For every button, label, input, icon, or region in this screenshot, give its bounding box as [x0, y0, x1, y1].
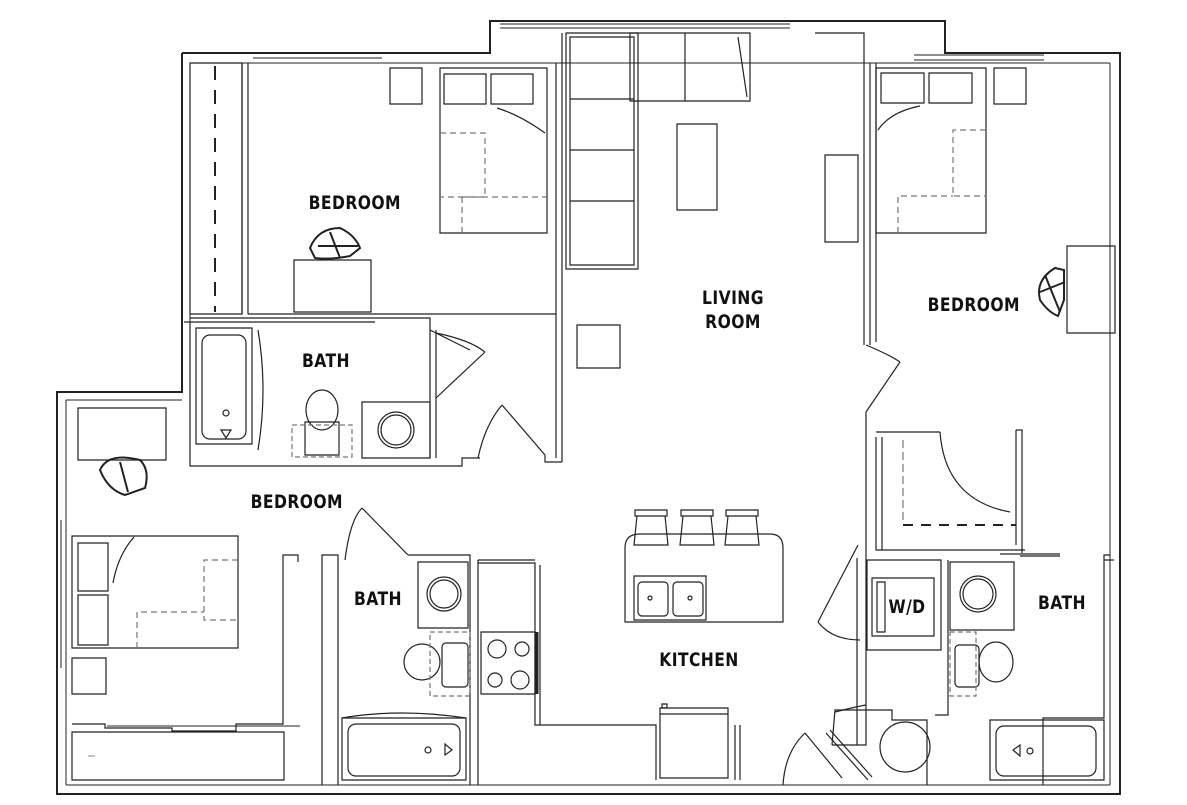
label-bath-top-left: BATH	[301, 350, 351, 372]
entry-door	[783, 733, 842, 785]
windows	[61, 24, 1044, 726]
exterior-walls	[57, 21, 1120, 794]
right-bath-walls	[935, 555, 1114, 785]
chair-icon	[1039, 268, 1065, 316]
toilet-icon	[950, 632, 1013, 696]
nightstand-icon	[994, 68, 1026, 104]
toilet-icon	[292, 390, 352, 457]
top-left-bath-walls	[184, 318, 485, 466]
label-kitchen: KITCHEN	[659, 649, 739, 671]
living-right-wall	[815, 33, 900, 745]
coffee-table-icon	[677, 124, 717, 210]
bathtub-icon	[990, 720, 1104, 780]
washer-dryer-icon	[867, 560, 941, 650]
label-living-room: LIVING ROOM	[702, 287, 764, 333]
label-bedroom-right: BEDROOM	[927, 294, 1020, 316]
desk-icon	[294, 260, 371, 312]
kitchen-walls	[478, 563, 656, 780]
closet-walls	[876, 430, 1060, 556]
kitchen-island	[625, 534, 783, 622]
water-heater-icon	[832, 710, 930, 785]
label-bath-right: BATH	[1037, 592, 1087, 614]
side-table-icon	[577, 325, 620, 368]
left-bedroom-walls	[72, 555, 298, 780]
bed-icon	[440, 68, 548, 233]
toilet-icon	[404, 632, 470, 696]
label-washer-dryer: W/D	[888, 596, 926, 618]
bathtub-icon	[342, 713, 466, 780]
nightstand-icon	[390, 68, 422, 104]
bar-stool-icons	[634, 510, 759, 545]
desk-icon	[1067, 246, 1115, 333]
sink-icon	[950, 562, 1014, 630]
bottom-left-bath-walls	[322, 508, 535, 785]
sink-icon	[418, 562, 468, 628]
stove-icon	[481, 632, 537, 694]
label-bath-bottom-left: BATH	[353, 588, 403, 610]
sink-icon	[362, 402, 430, 458]
door-swing	[478, 405, 562, 462]
tv-console-icon	[825, 155, 858, 242]
bed-icon	[876, 68, 986, 233]
top-left-bedroom-walls	[190, 33, 562, 462]
bathtub-icon	[196, 328, 263, 450]
sectional-sofa-icon	[566, 33, 750, 269]
left-bedroom-furniture	[72, 408, 238, 694]
label-bedroom-left: BEDROOM	[250, 491, 343, 513]
chair-icon	[310, 228, 360, 259]
closet-door-swing	[818, 545, 860, 640]
label-bedroom-top-left: BEDROOM	[308, 192, 401, 214]
dishwasher-icon	[660, 704, 728, 778]
utility-door	[826, 705, 872, 780]
